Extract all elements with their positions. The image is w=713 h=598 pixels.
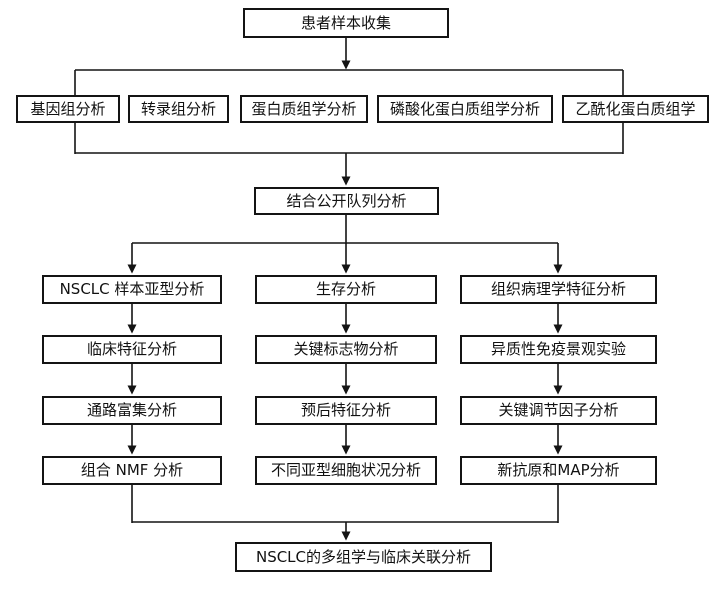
node-patient-sample-collection: 患者样本收集 [243,8,449,38]
node-pathway-enrichment-analysis: 通路富集分析 [42,396,222,425]
node-key-marker-analysis: 关键标志物分析 [255,335,437,364]
node-subtype-cell-state-analysis: 不同亚型细胞状况分析 [255,456,437,485]
node-histopathology-feature-analysis: 组织病理学特征分析 [460,275,657,304]
node-key-regulator-analysis: 关键调节因子分析 [460,396,657,425]
node-survival-analysis: 生存分析 [255,275,437,304]
node-heterogeneity-immune-landscape-experiment: 异质性免疫景观实验 [460,335,657,364]
node-neoantigen-map-analysis: 新抗原和MAP分析 [460,456,657,485]
node-phosphoproteomics-analysis: 磷酸化蛋白质组学分析 [377,95,553,123]
node-public-cohort-analysis: 结合公开队列分析 [254,187,439,215]
node-combined-nmf-analysis: 组合 NMF 分析 [42,456,222,485]
node-genomics-analysis: 基因组分析 [16,95,120,123]
node-acetylproteomics: 乙酰化蛋白质组学 [562,95,709,123]
node-nsclc-subtype-analysis: NSCLC 样本亚型分析 [42,275,222,304]
node-transcriptomics-analysis: 转录组分析 [128,95,229,123]
node-proteomics-analysis: 蛋白质组学分析 [240,95,368,123]
node-clinical-feature-analysis: 临床特征分析 [42,335,222,364]
node-nsclc-multiomics-clinical-association: NSCLC的多组学与临床关联分析 [235,542,492,572]
node-prognostic-feature-analysis: 预后特征分析 [255,396,437,425]
